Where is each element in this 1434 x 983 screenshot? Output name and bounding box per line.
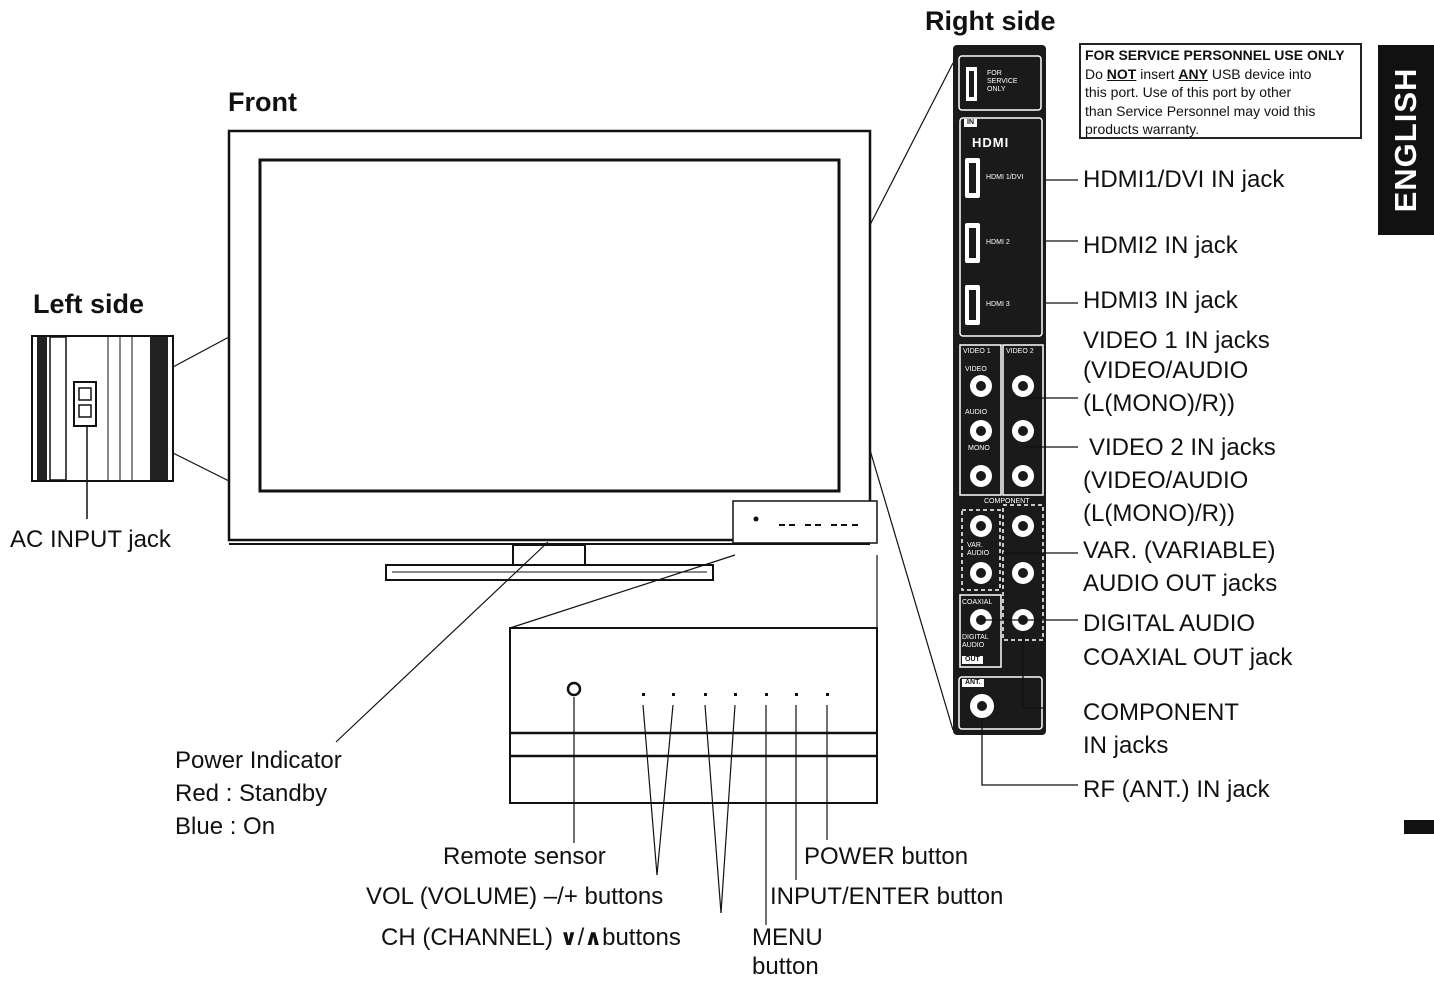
label-menu-line2: button bbox=[752, 953, 819, 980]
page-edge-marker bbox=[1404, 820, 1434, 834]
panel-hdmi2-label: HDMI 2 bbox=[986, 239, 1010, 246]
label-ch-prefix: CH (CHANNEL) bbox=[381, 924, 554, 951]
power-indicator-line1: Power Indicator bbox=[175, 747, 342, 774]
warning-any: ANY bbox=[1178, 65, 1208, 82]
panel-digital-audio-label: DIGITAL AUDIO bbox=[962, 634, 989, 649]
panel-button-markers bbox=[642, 693, 829, 696]
label-component-line1: COMPONENT bbox=[1083, 699, 1239, 726]
label-rf: RF (ANT.) IN jack bbox=[1083, 776, 1270, 803]
heading-right-side: Right side bbox=[925, 6, 1056, 36]
panel-hdmi3-label: HDMI 3 bbox=[986, 301, 1010, 308]
label-video1-line3: (L(MONO)/R)) bbox=[1083, 390, 1235, 417]
power-indicator-line3: Blue : On bbox=[175, 813, 276, 840]
label-var-line1: VAR. (VARIABLE) bbox=[1083, 537, 1276, 564]
panel-ant-label: ANT. bbox=[962, 679, 984, 687]
panel-for-service-only: FOR SERVICE ONLY bbox=[987, 70, 1018, 93]
panel-leader-lines bbox=[573, 697, 828, 925]
warning-line4: products warranty. bbox=[1085, 121, 1200, 137]
panel-coaxial-label: COAXIAL bbox=[962, 599, 993, 606]
label-digital-line1: DIGITAL AUDIO bbox=[1083, 610, 1256, 637]
front-button-dots bbox=[779, 524, 858, 526]
warning-insert: insert bbox=[1140, 65, 1175, 82]
connector-lines bbox=[172, 62, 954, 743]
heading-front: Front bbox=[228, 87, 297, 117]
service-warning-box: FOR SERVICE PERSONNEL USE ONLY Do NOT in… bbox=[1079, 43, 1362, 139]
label-video2-line1: VIDEO 2 IN jacks bbox=[1089, 434, 1276, 461]
panel-var-audio-label: VAR. AUDIO bbox=[967, 542, 990, 557]
label-hdmi3: HDMI3 IN jack bbox=[1083, 287, 1238, 314]
hdmi-logo: HDMI bbox=[972, 135, 1010, 150]
label-digital-line2: COAXIAL OUT jack bbox=[1083, 644, 1293, 671]
warning-line2: this port. Use of this port by other bbox=[1085, 84, 1292, 100]
panel-out-label: OUT bbox=[962, 656, 983, 664]
label-remote-sensor: Remote sensor bbox=[443, 843, 606, 870]
panel-component-label: COMPONENT bbox=[984, 498, 1030, 505]
left-side-view bbox=[31, 335, 174, 519]
control-panel-zoom bbox=[509, 627, 878, 925]
label-vol-buttons: VOL (VOLUME) –/+ buttons bbox=[366, 883, 664, 910]
label-power-button: POWER button bbox=[804, 843, 969, 870]
tv-front bbox=[227, 129, 878, 581]
heading-left-side: Left side bbox=[33, 289, 145, 319]
power-indicator-line2: Red : Standby bbox=[175, 780, 328, 807]
label-video1-line1: VIDEO 1 IN jacks bbox=[1083, 327, 1270, 354]
panel-video1-label: VIDEO 1 bbox=[963, 348, 991, 355]
panel-mono-label: MONO bbox=[968, 445, 990, 452]
label-video2-line3: (L(MONO)/R)) bbox=[1083, 500, 1235, 527]
panel-hdmi1-label: HDMI 1/DVI bbox=[986, 174, 1024, 181]
label-component-line2: IN jacks bbox=[1083, 732, 1169, 759]
warning-line3: than Service Personnel may void this bbox=[1085, 102, 1316, 119]
language-tab-label: ENGLISH bbox=[1388, 67, 1423, 213]
slash-separator: / bbox=[577, 924, 585, 951]
label-ch-buttons: CH (CHANNEL) ∨/∧buttons bbox=[381, 921, 681, 954]
label-menu-line1: MENU bbox=[752, 924, 823, 951]
panel-in-label: IN bbox=[964, 119, 977, 127]
right-leader-lines bbox=[981, 179, 1078, 786]
chevron-down-icon: ∨ bbox=[559, 925, 578, 950]
warning-do: Do bbox=[1085, 65, 1103, 82]
label-video1-line2: (VIDEO/AUDIO bbox=[1083, 357, 1249, 384]
chevron-up-icon: ∧ bbox=[584, 925, 603, 950]
warning-not: NOT bbox=[1106, 65, 1137, 82]
label-var-line2: AUDIO OUT jacks bbox=[1083, 570, 1278, 597]
warning-rest: USB device into bbox=[1211, 65, 1312, 82]
label-hdmi1: HDMI1/DVI IN jack bbox=[1083, 166, 1285, 193]
language-tab: ENGLISH bbox=[1378, 45, 1434, 235]
right-side-panel bbox=[953, 45, 1046, 735]
panel-audio-label: AUDIO bbox=[965, 409, 988, 416]
panel-video2-label: VIDEO 2 bbox=[1006, 348, 1034, 355]
label-ac-input: AC INPUT jack bbox=[10, 526, 171, 553]
label-input-button: INPUT/ENTER button bbox=[770, 883, 1004, 910]
service-warning-title: FOR SERVICE PERSONNEL USE ONLY bbox=[1085, 47, 1345, 63]
label-hdmi2: HDMI2 IN jack bbox=[1083, 232, 1238, 259]
panel-video-label: VIDEO bbox=[965, 366, 987, 373]
label-ch-suffix: buttons bbox=[602, 924, 681, 951]
label-video2-line2: (VIDEO/AUDIO bbox=[1083, 467, 1249, 494]
